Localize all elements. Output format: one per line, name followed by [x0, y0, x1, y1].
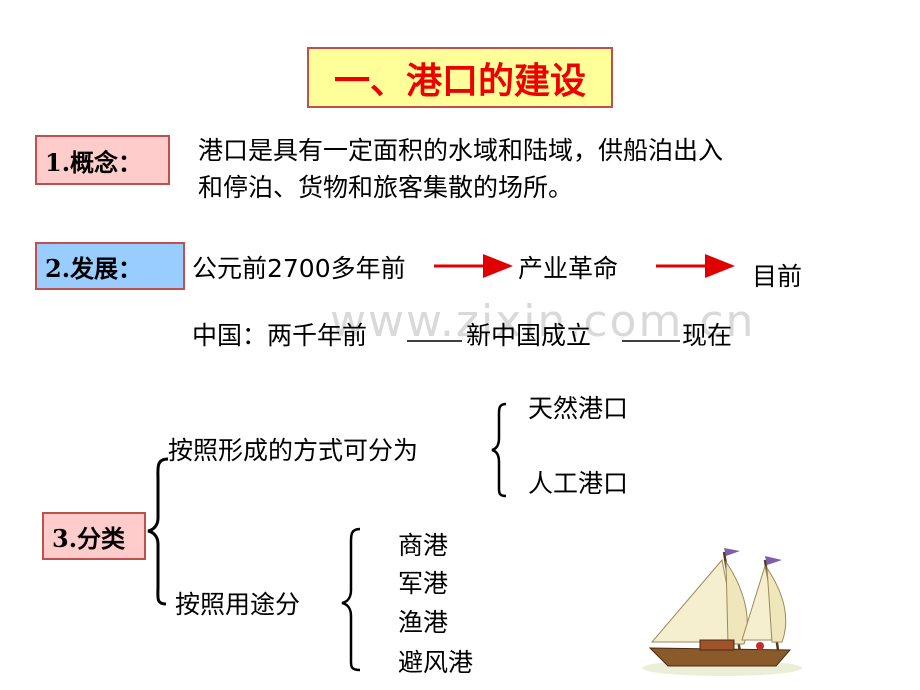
use-type-commercial: 商港	[398, 531, 449, 560]
formation-type-artificial: 人工港口	[528, 469, 629, 498]
development-label: 2.发展：	[35, 242, 185, 290]
sailboat-illustration	[642, 548, 802, 676]
china-present: 现在	[682, 321, 733, 350]
stage-ancient: 公元前2700多年前	[192, 254, 406, 283]
use-brace	[341, 527, 361, 672]
use-type-military: 军港	[398, 569, 449, 598]
stage-present: 目前	[752, 262, 803, 291]
watermark: www.zixin.com.cn	[330, 296, 756, 347]
china-ancient: 中国：两千年前	[192, 321, 368, 350]
page-title: 一、港口的建设	[307, 47, 613, 108]
formation-brace	[491, 402, 507, 498]
main-brace	[147, 457, 169, 606]
stage-industrial-revolution: 产业革命	[518, 254, 619, 283]
china-new-founding: 新中国成立	[466, 321, 592, 350]
concept-label: 1.概念：	[35, 135, 170, 185]
by-formation-heading: 按照形成的方式可分为	[168, 436, 419, 465]
concept-line-2: 和停泊、货物和旅客集散的场所。	[198, 173, 574, 202]
concept-text: 港口是具有一定面积的水域和陆域，供船泊出入 和停泊、货物和旅客集散的场所。	[198, 132, 723, 206]
use-type-fishing: 渔港	[398, 608, 449, 637]
classification-label: 3.分类	[42, 512, 146, 560]
formation-type-natural: 天然港口	[528, 394, 629, 423]
by-use-heading: 按照用途分	[175, 590, 301, 619]
concept-line-1: 港口是具有一定面积的水域和陆域，供船泊出入	[198, 136, 724, 165]
use-type-shelter: 避风港	[398, 648, 474, 677]
